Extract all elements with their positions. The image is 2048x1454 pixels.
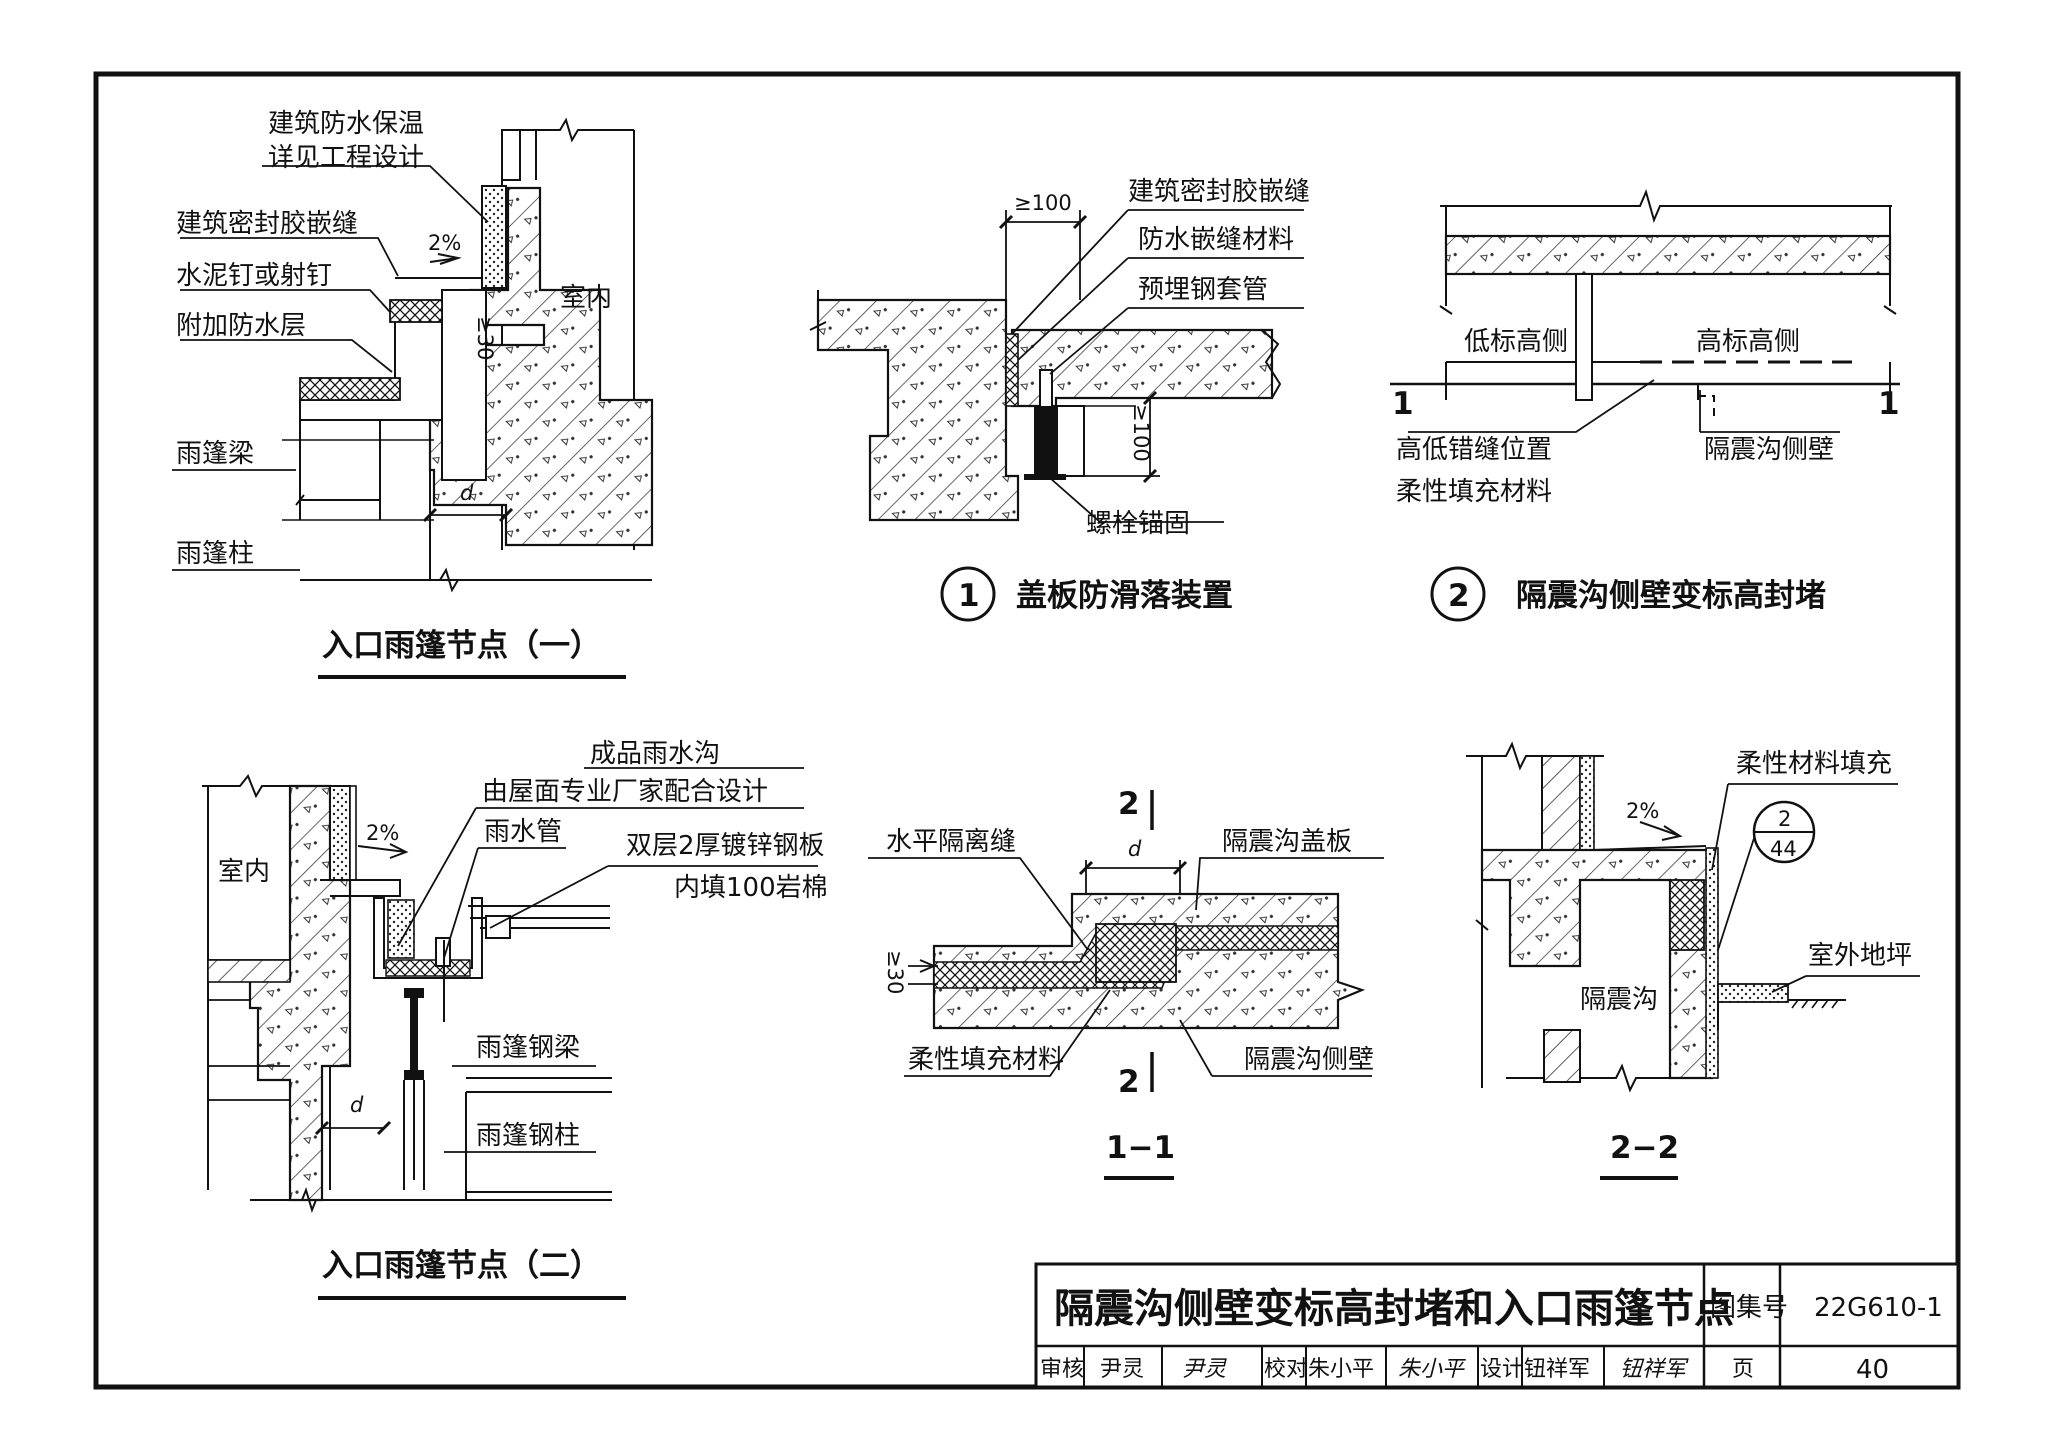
- s22-trench-label: 隔震沟: [1580, 985, 1658, 1015]
- s11-flex-fill-label: 柔性填充材料: [908, 1045, 1064, 1075]
- n2-steel-beam-label: 雨篷钢梁: [476, 1033, 580, 1063]
- node1-caption: 入口雨篷节点（一）: [322, 628, 601, 664]
- atlas-number: 22G610-1: [1814, 1293, 1943, 1323]
- atlas-label: 图集号: [1710, 1293, 1788, 1323]
- n1-insulation-label-1: 建筑防水保温: [268, 109, 424, 139]
- detail1-number: 1: [958, 578, 980, 614]
- s11-section-top: 2: [1118, 786, 1140, 822]
- title-block: [1034, 1262, 1960, 1389]
- s11-wall-label: 隔震沟侧壁: [1244, 1045, 1374, 1075]
- n2-downpipe-label: 雨水管: [484, 817, 562, 847]
- sheet-border: [93, 71, 1961, 1390]
- d1-depth-label: ≥100: [1129, 404, 1153, 462]
- d1-bolt-label: 螺栓锚固: [1086, 509, 1190, 539]
- detail2-number: 2: [1448, 578, 1470, 614]
- d1-gap-label: ≥100: [1014, 191, 1072, 215]
- n1-d-label: d: [460, 481, 474, 505]
- d1-filler-label: 防水嵌缝材料: [1138, 225, 1294, 255]
- n1-indoor-label: 室内: [560, 283, 612, 313]
- d2-joint-pos-label: 高低错缝位置: [1396, 435, 1552, 465]
- section11-drawing: [868, 790, 1384, 1092]
- review-label: 审核: [1040, 1357, 1084, 1382]
- detail1-caption: 盖板防滑落装置: [1016, 578, 1233, 614]
- d2-section-right: 1: [1878, 386, 1900, 422]
- n1-insulation-label-2: 详见工程设计: [268, 143, 424, 173]
- n2-steel-column-label: 雨篷钢柱: [476, 1121, 580, 1151]
- n1-slope-label: 2%: [428, 231, 461, 255]
- s11-gap-label: ≥30: [883, 950, 907, 994]
- s22-ref-top: 2: [1778, 807, 1791, 831]
- d2-wall-label: 隔震沟侧壁: [1704, 435, 1834, 465]
- section11-caption: 1−1: [1106, 1130, 1175, 1166]
- n2-gutter-label-2: 由屋面专业厂家配合设计: [482, 777, 768, 807]
- n2-gutter-label-1: 成品雨水沟: [590, 739, 720, 769]
- d2-flex-fill-label: 柔性填充材料: [1396, 477, 1552, 507]
- n1-gap-label: ≥30: [473, 316, 497, 360]
- detail1-drawing: [809, 209, 1304, 622]
- designer-name: 钮祥军: [1524, 1357, 1590, 1382]
- s11-section-bottom: 2: [1118, 1064, 1140, 1100]
- n2-plate-label-2: 内填100岩棉: [674, 873, 828, 903]
- n2-plate-label-1: 双层2厚镀锌钢板: [626, 831, 825, 861]
- check-label: 校对: [1264, 1357, 1308, 1382]
- detail2-caption: 隔震沟侧壁变标高封堵: [1516, 578, 1826, 614]
- design-label: 设计: [1480, 1357, 1524, 1382]
- detail2-drawing: [1390, 189, 1900, 622]
- s11-cover-label: 隔震沟盖板: [1222, 827, 1352, 857]
- n2-d-label: d: [350, 1093, 364, 1117]
- s11-d-label: d: [1128, 837, 1142, 861]
- n1-beam-label: 雨篷梁: [176, 439, 254, 469]
- page-label: 页: [1732, 1357, 1754, 1382]
- reviewer-name: 尹灵: [1100, 1357, 1144, 1382]
- node1-drawing: [172, 117, 654, 593]
- d2-high-side-label: 高标高侧: [1696, 327, 1800, 357]
- d2-section-left: 1: [1392, 386, 1414, 422]
- designer-signature: 钮祥军: [1620, 1357, 1689, 1382]
- sheet-title: 隔震沟侧壁变标高封堵和入口雨篷节点: [1054, 1286, 1734, 1332]
- s22-ref-bottom: 44: [1770, 837, 1797, 861]
- n1-column-label: 雨篷柱: [176, 539, 254, 569]
- checker-name: 朱小平: [1308, 1357, 1374, 1382]
- n1-waterproof-label: 附加防水层: [176, 311, 306, 341]
- n2-indoor-label: 室内: [218, 857, 270, 887]
- node2-drawing: [202, 767, 818, 1214]
- n1-sealant-label: 建筑密封胶嵌缝: [176, 209, 358, 239]
- n1-nail-label: 水泥钉或射钉: [176, 261, 332, 291]
- n2-slope-label: 2%: [366, 821, 399, 845]
- s22-flex-fill-label: 柔性材料填充: [1736, 749, 1892, 779]
- node2-caption: 入口雨篷节点（二）: [322, 1248, 601, 1284]
- d2-low-side-label: 低标高侧: [1464, 327, 1568, 357]
- d1-sealant-label: 建筑密封胶嵌缝: [1128, 177, 1310, 207]
- d1-sleeve-label: 预埋钢套管: [1138, 275, 1268, 305]
- s22-slope-label: 2%: [1626, 799, 1659, 823]
- s11-horiz-joint-label: 水平隔离缝: [886, 827, 1016, 857]
- section22-drawing: [1466, 741, 1920, 1093]
- section22-caption: 2−2: [1610, 1130, 1679, 1166]
- checker-signature: 朱小平: [1398, 1357, 1466, 1382]
- s22-ground-label: 室外地坪: [1808, 941, 1912, 971]
- reviewer-signature: 尹灵: [1182, 1357, 1227, 1382]
- page-number: 40: [1856, 1355, 1889, 1385]
